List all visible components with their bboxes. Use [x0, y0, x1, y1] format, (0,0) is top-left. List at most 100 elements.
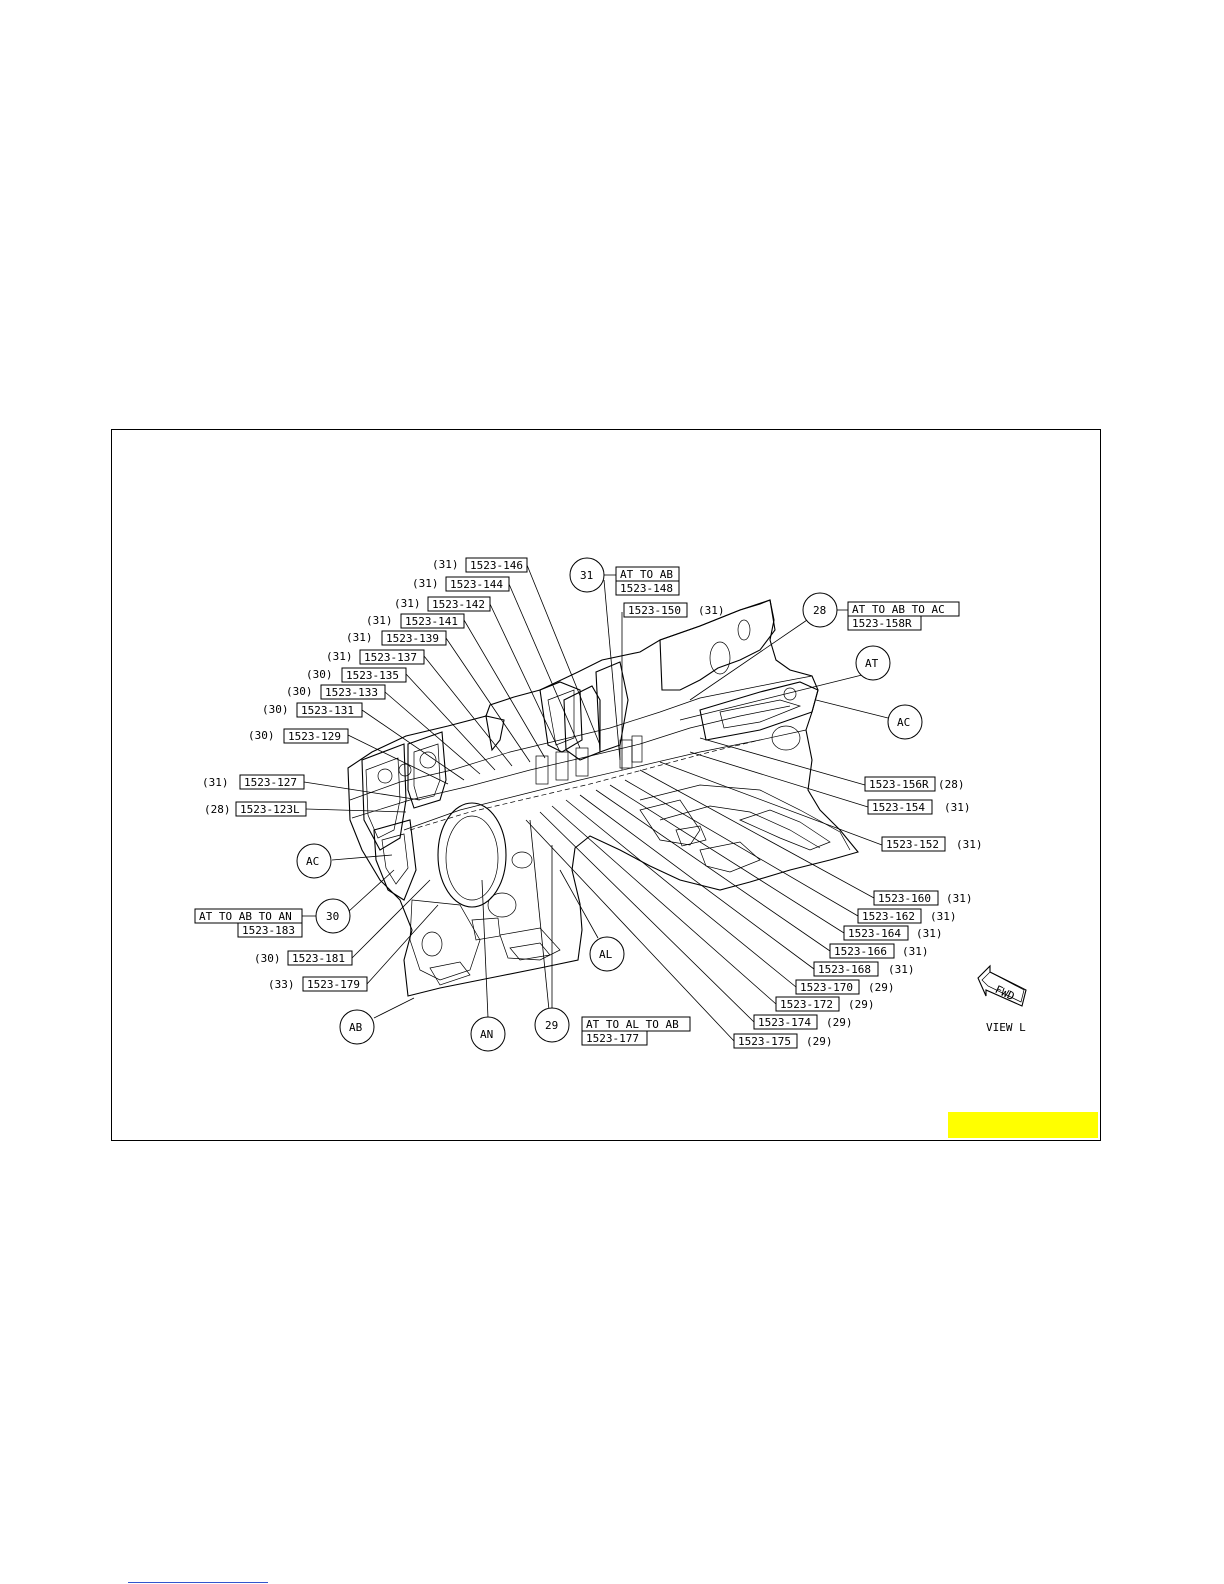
- svg-text:(31): (31): [888, 963, 915, 976]
- svg-text:(31): (31): [394, 597, 421, 610]
- svg-text:1523-146: 1523-146: [470, 559, 523, 572]
- svg-text:1523-154: 1523-154: [872, 801, 925, 814]
- svg-text:1523-135: 1523-135: [346, 669, 399, 682]
- svg-text:1523-150: 1523-150: [628, 604, 681, 617]
- circle-label-ac-right: AC: [887, 704, 923, 740]
- svg-text:(31): (31): [956, 838, 983, 851]
- highlight-box: [948, 1112, 1098, 1138]
- callout-1523-127: (31) 1523-127: [202, 774, 305, 790]
- svg-text:(30): (30): [254, 952, 281, 965]
- svg-text:(33): (33): [268, 978, 295, 991]
- svg-text:1523-137: 1523-137: [364, 651, 417, 664]
- svg-text:1523-166: 1523-166: [834, 945, 887, 958]
- svg-text:30: 30: [326, 910, 339, 923]
- callout-1523-168: 1523-168(31): [813, 961, 915, 977]
- svg-text:(31): (31): [930, 910, 957, 923]
- callout-1523-142: (31) 1523-142: [394, 596, 491, 612]
- svg-text:(31): (31): [412, 577, 439, 590]
- footer-link-underline[interactable]: [128, 1582, 268, 1583]
- svg-text:(31): (31): [698, 604, 725, 617]
- panel-drawing: [347, 599, 859, 997]
- svg-text:1523-172: 1523-172: [780, 998, 833, 1011]
- svg-text:29: 29: [545, 1019, 558, 1032]
- circle-label-an: AN: [470, 1016, 506, 1052]
- svg-text:1523-160: 1523-160: [878, 892, 931, 905]
- callout-1523-146: (31) 1523-146: [432, 557, 528, 573]
- fwd-arrow-icon: FWD: [977, 964, 1027, 1007]
- svg-text:1523-170: 1523-170: [800, 981, 853, 994]
- svg-text:AL: AL: [599, 948, 613, 961]
- svg-text:(31): (31): [366, 614, 393, 627]
- callout-1523-160: 1523-160(31): [873, 890, 973, 906]
- weld-group-30: AT TO AB TO AN 1523-183 30: [194, 898, 351, 938]
- svg-text:1523-133: 1523-133: [325, 686, 378, 699]
- circle-labels: AT AC AC AL AB AN: [296, 645, 923, 1052]
- svg-text:(31): (31): [902, 945, 929, 958]
- callout-1523-129: (30) 1523-129: [248, 728, 349, 744]
- callout-1523-131: (30) 1523-131: [262, 702, 363, 718]
- callouts-right: 1523-150(31) 1523-156R(28) 1523-154(31) …: [623, 602, 983, 1049]
- svg-text:AT TO AB TO AC: AT TO AB TO AC: [852, 603, 945, 616]
- svg-text:1523-175: 1523-175: [738, 1035, 791, 1048]
- weld-group-29: 29 AT TO AL TO AB 1523-177: [534, 1007, 691, 1046]
- callout-1523-170: 1523-170 (29): [795, 979, 895, 995]
- svg-text:1523-139: 1523-139: [386, 632, 439, 645]
- callout-1523-150: 1523-150 (31): [623, 602, 725, 618]
- svg-text:(31): (31): [346, 631, 373, 644]
- svg-text:FWD: FWD: [993, 983, 1017, 1003]
- svg-text:(31): (31): [326, 650, 353, 663]
- svg-text:(29): (29): [868, 981, 895, 994]
- svg-text:1523-179: 1523-179: [307, 978, 360, 991]
- weld-group-31: 31 AT TO AB 1523-148: [569, 557, 680, 596]
- svg-text:AT TO AB: AT TO AB: [620, 568, 673, 581]
- svg-text:28: 28: [813, 604, 826, 617]
- weld-group-28: 28 AT TO AB TO AC 1523-158R: [802, 592, 960, 631]
- callouts-left: (31) 1523-146 (31) 1523-144 (31) 1523-142 (…: [202, 557, 528, 992]
- callout-1523-174: 1523-174 (29): [753, 1014, 853, 1030]
- svg-text:(28): (28): [938, 778, 965, 791]
- callout-1523-141: (31)1523-141: [366, 613, 465, 629]
- svg-text:1523-142: 1523-142: [432, 598, 485, 611]
- callout-1523-133: (30)1523-133: [286, 684, 386, 700]
- svg-text:1523-131: 1523-131: [301, 704, 354, 717]
- callout-1523-181: (30)1523-181: [254, 950, 353, 966]
- svg-text:1523-129: 1523-129: [288, 730, 341, 743]
- svg-text:1523-162: 1523-162: [862, 910, 915, 923]
- callout-1523-123L: (28)1523-123L: [204, 801, 307, 817]
- circle-label-at: AT: [855, 645, 891, 681]
- svg-text:1523-183: 1523-183: [242, 924, 295, 937]
- svg-text:AT TO AB TO AN: AT TO AB TO AN: [199, 910, 292, 923]
- callout-1523-154: 1523-154 (31): [867, 799, 971, 815]
- svg-text:(28): (28): [204, 803, 231, 816]
- svg-text:1523-174: 1523-174: [758, 1016, 811, 1029]
- svg-text:(31): (31): [202, 776, 229, 789]
- svg-text:AT TO AL TO AB: AT TO AL TO AB: [586, 1018, 679, 1031]
- callout-1523-144: (31) 1523-144: [412, 576, 510, 592]
- svg-text:1523-152: 1523-152: [886, 838, 939, 851]
- svg-text:AC: AC: [306, 855, 319, 868]
- svg-text:1523-144: 1523-144: [450, 578, 503, 591]
- circle-label-ab: AB: [339, 1009, 375, 1045]
- callout-1523-135: (30)1523-135: [306, 667, 407, 683]
- svg-text:AN: AN: [480, 1028, 493, 1041]
- svg-text:AB: AB: [349, 1021, 363, 1034]
- svg-text:(30): (30): [262, 703, 289, 716]
- svg-text:(31): (31): [944, 801, 971, 814]
- drawing-frame: [111, 429, 1101, 1141]
- svg-text:(30): (30): [248, 729, 275, 742]
- svg-text:(31): (31): [432, 558, 459, 571]
- svg-text:(29): (29): [826, 1016, 853, 1029]
- callout-1523-164: 1523-164(31): [843, 925, 943, 941]
- callout-1523-137: (31) 1523-137: [326, 649, 425, 665]
- svg-text:1523-156R: 1523-156R: [869, 778, 929, 791]
- svg-text:1523-164: 1523-164: [848, 927, 901, 940]
- svg-text:1523-127: 1523-127: [244, 776, 297, 789]
- svg-text:1523-158R: 1523-158R: [852, 617, 912, 630]
- callout-1523-179: (33) 1523-179: [268, 976, 368, 992]
- callout-1523-172: 1523-172(29): [775, 996, 875, 1012]
- svg-text:1523-148: 1523-148: [620, 582, 673, 595]
- svg-text:AC: AC: [897, 716, 910, 729]
- callout-1523-139: (31) 1523-139: [346, 630, 447, 646]
- view-label: VIEW L: [986, 1021, 1026, 1034]
